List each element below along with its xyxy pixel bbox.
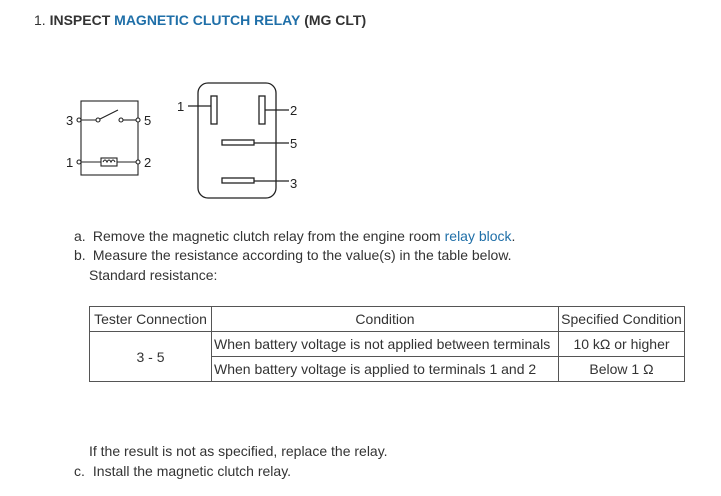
- schematic-label-1: 1: [66, 155, 73, 170]
- pin-3: [221, 177, 255, 184]
- step-c: c. Install the magnetic clutch relay.: [74, 463, 291, 479]
- schematic-label-5: 5: [144, 113, 151, 128]
- step-b: b. Measure the resistance according to t…: [74, 247, 512, 263]
- section-heading: 1. INSPECT MAGNETIC CLUTCH RELAY (MG CLT…: [34, 12, 366, 28]
- relay-body: [188, 82, 289, 199]
- heading-link[interactable]: MAGNETIC CLUTCH RELAY: [114, 12, 301, 28]
- relay-label-2: 2: [290, 103, 297, 118]
- pin-5: [221, 139, 255, 146]
- relay-label-1: 1: [177, 99, 184, 114]
- step-a: a. Remove the magnetic clutch relay from…: [74, 228, 515, 244]
- step-a-end: .: [511, 228, 516, 244]
- step-b-text: Measure the resistance according to the …: [92, 247, 512, 263]
- relay-schematic: [76, 100, 141, 176]
- relay-diagram: 3 5 1 2 1 2 5 3: [66, 82, 297, 199]
- table-row: When battery voltage is applied to termi…: [90, 356, 685, 382]
- table-header-row: Tester Connection Condition Specified Co…: [89, 306, 685, 332]
- relay-block-link[interactable]: relay block: [444, 228, 512, 244]
- schematic-label-3: 3: [66, 113, 73, 128]
- header-specified-condition: Specified Condition: [558, 306, 685, 332]
- heading-prefix: INSPECT: [49, 12, 111, 28]
- heading-suffix: (MG CLT): [304, 12, 367, 28]
- switch-contact: [99, 109, 119, 120]
- spec-cell: 10 kΩ or higher: [558, 331, 685, 357]
- step-a-marker: a.: [74, 228, 86, 244]
- step-b-marker: b.: [74, 247, 86, 263]
- relay-label-5: 5: [290, 136, 297, 151]
- condition-cell: When battery voltage is not applied betw…: [211, 331, 559, 357]
- standard-resistance-label: Standard resistance:: [89, 267, 218, 283]
- condition-cell: When battery voltage is applied to termi…: [211, 356, 559, 382]
- spec-cell: Below 1 Ω: [558, 356, 685, 382]
- relay-label-3: 3: [290, 176, 297, 191]
- step-a-text: Remove the magnetic clutch relay from th…: [92, 228, 441, 244]
- pin-2: [258, 95, 266, 125]
- heading-number: 1.: [34, 12, 46, 28]
- pin-1: [210, 95, 218, 125]
- schematic-box: [80, 100, 139, 176]
- schematic-label-2: 2: [144, 155, 151, 170]
- result-note: If the result is not as specified, repla…: [89, 443, 388, 459]
- step-c-marker: c.: [74, 463, 85, 479]
- resistance-table: Tester Connection Condition Specified Co…: [89, 306, 685, 382]
- header-condition: Condition: [211, 306, 559, 332]
- tester-connection-cell: 3 - 5: [89, 331, 212, 382]
- table-row: 3 - 5 When battery voltage is not applie…: [89, 331, 685, 382]
- header-tester-connection: Tester Connection: [89, 306, 212, 332]
- step-c-text: Install the magnetic clutch relay.: [92, 463, 292, 479]
